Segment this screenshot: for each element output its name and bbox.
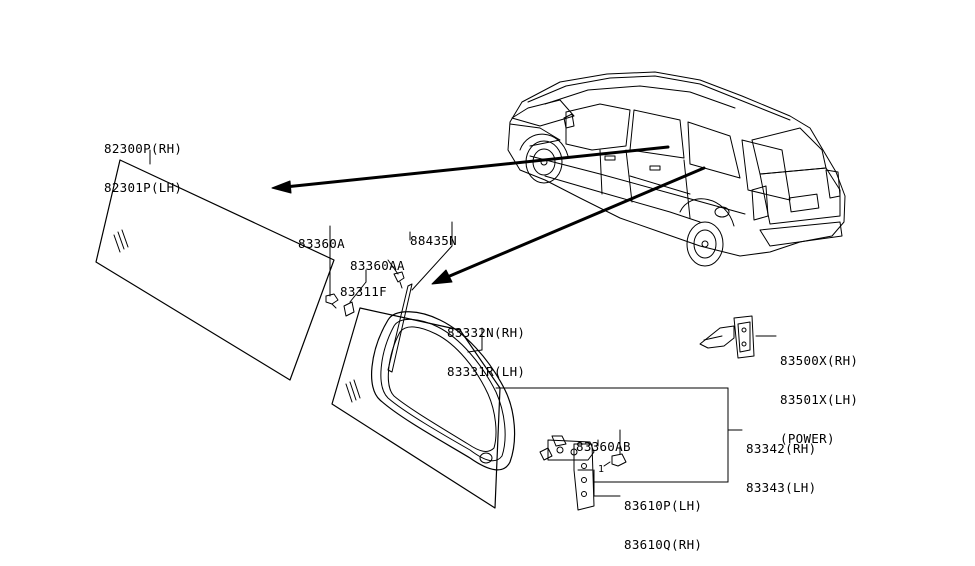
label-power: (POWER) <box>780 431 835 446</box>
label-83500x: 83500X(RH) 83501X(LH) (POWER) <box>780 328 858 458</box>
label-83311f-text: 83311F <box>340 284 387 299</box>
clips-and-screws <box>326 226 404 316</box>
label-83360ab: 83360AB <box>576 414 631 466</box>
label-83360a-text: 83360A <box>298 236 345 251</box>
label-82300p: 82300P(RH) 82301P(LH) <box>104 116 182 207</box>
label-83610p: 83610P(LH) 83610Q(RH) <box>624 473 702 564</box>
label-88435n-text: 88435N <box>410 233 457 248</box>
label-88435n: 88435N <box>410 208 457 260</box>
callout-number: 1 <box>598 437 611 489</box>
label-83331r-lh: 83331R(LH) <box>447 364 526 379</box>
location-arrows <box>272 147 704 284</box>
callout-number-text: 1 <box>598 464 605 475</box>
label-83360aa-text: 83360AA <box>350 258 405 273</box>
label-83360a: 83360A <box>298 211 345 263</box>
label-83332n: 83332N(RH) 83331R(LH) <box>447 300 525 391</box>
leader-lines <box>468 328 482 352</box>
quarter-glass-outer <box>96 150 334 380</box>
label-83610q-rh: 83610Q(RH) <box>624 537 703 552</box>
quarter-glass-assembly <box>332 222 515 508</box>
label-82300p-rh: 82300P(RH) <box>104 141 183 156</box>
label-83311f: 83311F <box>340 259 387 311</box>
label-83342: 83342(RH) 83343(LH) <box>746 416 816 507</box>
label-83501x-lh: 83501X(LH) <box>780 392 859 407</box>
diagram-reference-number <box>893 512 909 551</box>
label-83332n-rh: 83332N(RH) <box>447 325 526 340</box>
label-83360aa: 83360AA <box>350 233 405 285</box>
latch-assembly <box>496 388 742 510</box>
label-82301p-lh: 82301P(LH) <box>104 180 183 195</box>
label-83343-lh: 83343(LH) <box>746 480 817 495</box>
van-illustration <box>508 72 845 266</box>
power-latch-motor <box>700 316 776 358</box>
label-83342-rh: 83342(RH) <box>746 441 817 456</box>
label-83360ab-text: 83360AB <box>576 439 631 454</box>
label-83500x-rh: 83500X(RH) <box>780 353 859 368</box>
label-83610p-lh: 83610P(LH) <box>624 498 703 513</box>
